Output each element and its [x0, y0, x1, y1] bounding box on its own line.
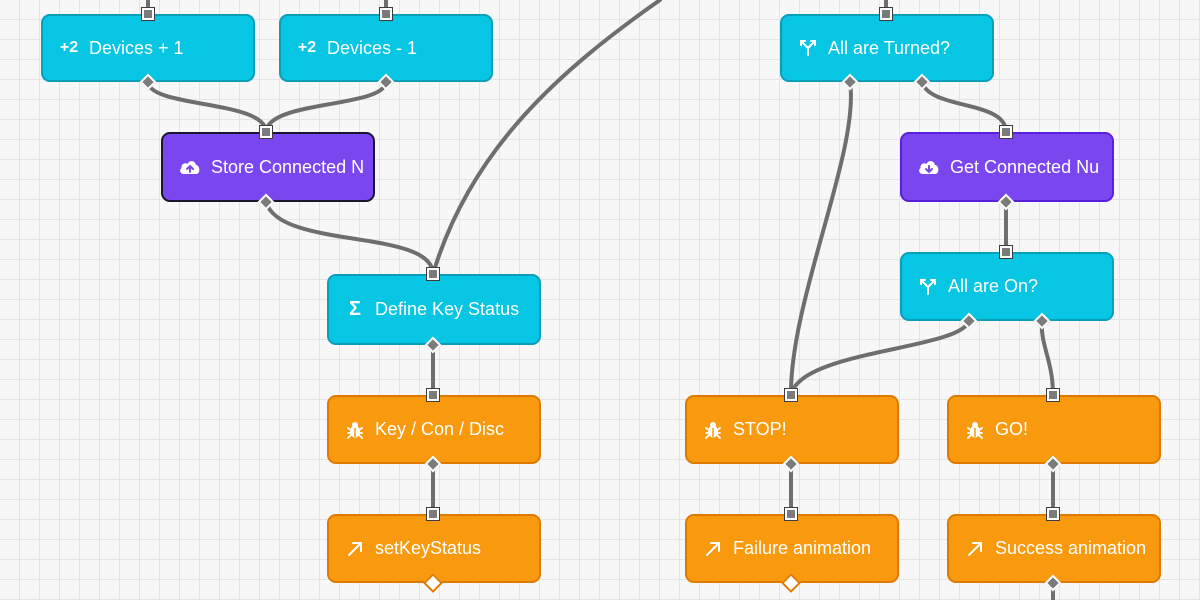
arrow-up-right-icon — [703, 541, 723, 557]
bug-icon — [345, 421, 365, 439]
wire-store-to-define-key — [264, 200, 435, 276]
bug-icon — [703, 421, 723, 439]
input-port[interactable] — [1046, 388, 1060, 402]
sigma-icon: Σ — [348, 298, 361, 320]
input-port[interactable] — [426, 267, 440, 281]
cloud-upload-icon — [179, 159, 201, 175]
node-success-animation[interactable]: Success animation — [947, 514, 1161, 583]
node-define-key-status[interactable]: Σ Define Key Status — [327, 274, 541, 345]
node-label: Devices - 1 — [327, 37, 418, 58]
wire-all-on-to-stop — [789, 319, 971, 397]
node-label: Get Connected Nu — [950, 156, 1100, 177]
node-label: All are Turned? — [828, 37, 951, 58]
node-label: Store Connected N — [211, 156, 365, 177]
node-label: All are On? — [948, 276, 1039, 296]
node-key-con-disc[interactable]: Key / Con / Disc — [327, 395, 541, 464]
node-failure-animation[interactable]: Failure animation — [685, 514, 899, 583]
wire-top-to-define-key — [431, 0, 662, 276]
node-devices-plus-1[interactable]: +2 Devices + 1 — [41, 14, 255, 82]
branch-icon — [918, 278, 938, 296]
increment-icon: +2 — [59, 39, 79, 56]
node-all-are-turned[interactable]: All are Turned? — [780, 14, 994, 82]
node-label: Devices + 1 — [89, 37, 184, 58]
node-label: Define Key Status — [375, 299, 520, 319]
node-devices-minus-1[interactable]: +2 Devices - 1 — [279, 14, 493, 82]
input-port[interactable] — [784, 507, 798, 521]
node-go[interactable]: GO! — [947, 395, 1161, 464]
node-label: STOP! — [733, 419, 787, 439]
node-label: setKeyStatus — [375, 538, 482, 558]
arrow-up-right-icon — [965, 541, 985, 557]
wire-all-turned-to-stop — [788, 80, 853, 397]
input-port[interactable] — [426, 507, 440, 521]
wire-devices-minus-to-store — [264, 80, 388, 134]
wire-all-turned-to-get-connected — [920, 80, 1008, 134]
wire-all-on-to-go — [1039, 319, 1055, 397]
increment-icon: +2 — [297, 39, 317, 56]
node-all-are-on[interactable]: All are On? — [900, 252, 1114, 321]
input-port[interactable] — [141, 7, 155, 21]
arrow-up-right-icon — [345, 541, 365, 557]
node-label: GO! — [995, 419, 1029, 439]
branch-icon — [798, 39, 818, 57]
wire-devices-plus-to-store — [146, 80, 268, 134]
bug-icon — [965, 421, 985, 439]
input-port[interactable] — [879, 7, 893, 21]
node-set-key-status[interactable]: setKeyStatus — [327, 514, 541, 583]
node-stop[interactable]: STOP! — [685, 395, 899, 464]
node-label: Failure animation — [733, 538, 872, 558]
cloud-download-icon — [918, 159, 940, 175]
node-store-connected[interactable]: Store Connected N — [161, 132, 375, 202]
input-port[interactable] — [1046, 507, 1060, 521]
node-label: Key / Con / Disc — [375, 419, 505, 439]
input-port[interactable] — [259, 125, 273, 139]
node-get-connected[interactable]: Get Connected Nu — [900, 132, 1114, 202]
input-port[interactable] — [999, 125, 1013, 139]
input-port[interactable] — [426, 388, 440, 402]
input-port[interactable] — [379, 7, 393, 21]
node-label: Success animation — [995, 538, 1147, 558]
input-port[interactable] — [999, 245, 1013, 259]
input-port[interactable] — [784, 388, 798, 402]
